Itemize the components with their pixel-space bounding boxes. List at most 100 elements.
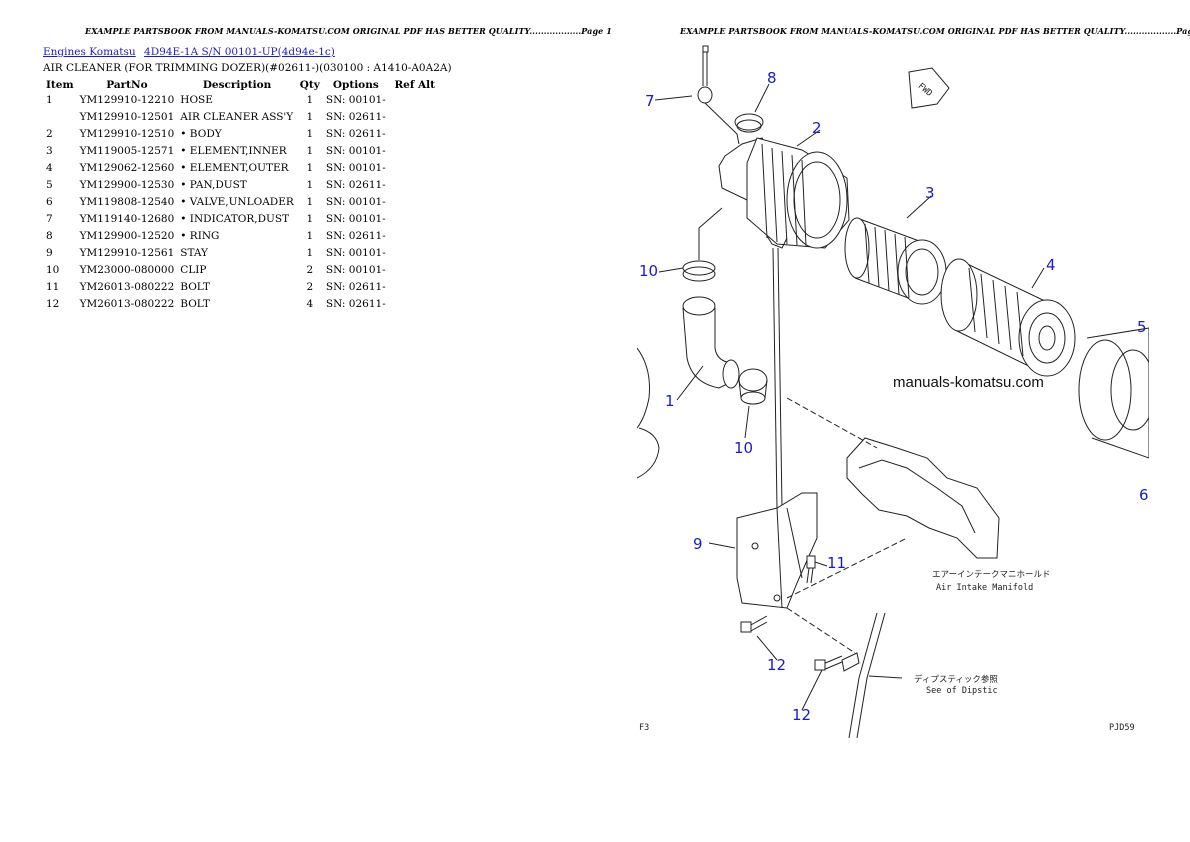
cell-ref-alt (389, 127, 441, 144)
cell-options: SN: 02611- (325, 298, 386, 310)
cell-ref-alt (389, 93, 441, 110)
cell-ref-alt (389, 229, 441, 246)
callout-12-lower: 12 (792, 706, 811, 724)
callout-8: 8 (767, 69, 777, 87)
cell-ref-alt (389, 212, 441, 229)
breadcrumb-link-engines[interactable]: Engines Komatsu (43, 46, 136, 58)
cell-partno: YM119005-12571 (79, 145, 175, 157)
cell-item: 9 (46, 247, 53, 259)
cell-ref-alt (389, 297, 441, 314)
cell-ref-alt (389, 144, 441, 161)
cell-partno: YM129900-12520 (79, 230, 175, 242)
note-dipstick-en: See of Dipstic (926, 686, 998, 696)
table-row: 8 YM129900-12520 • RING 1 SN: 02611- (43, 229, 441, 246)
cell-item: 1 (46, 94, 53, 106)
table-header-row: Item PartNo Description Qty Options Ref … (43, 77, 441, 93)
cell-qty: 1 (306, 179, 314, 191)
callout-6: 6 (1139, 486, 1149, 504)
callout-10-lower: 10 (734, 439, 753, 457)
column-header-ref-alt: Ref Alt (394, 79, 436, 91)
cell-qty: 1 (306, 94, 314, 106)
column-header-description: Description (202, 79, 272, 91)
cell-options: SN: 00101- (325, 162, 386, 174)
cell-partno: YM119808-12540 (79, 196, 175, 208)
column-header-qty: Qty (299, 79, 320, 91)
cell-partno: YM129910-12210 (79, 94, 175, 106)
cell-description: STAY (180, 247, 208, 259)
cell-qty: 1 (306, 111, 314, 123)
callout-4: 4 (1046, 256, 1056, 274)
page-header-left: EXAMPLE PARTSBOOK FROM MANUALS-KOMATSU.C… (85, 26, 612, 36)
cell-options: SN: 00101- (325, 94, 386, 106)
cell-options: SN: 00101- (325, 213, 386, 225)
note-manifold-jp: エアーインテークマニホールド (932, 570, 1051, 580)
breadcrumb-link-model[interactable]: 4D94E-1A S/N 00101-UP(4d94e-1c) (144, 46, 335, 58)
table-row: 11 YM26013-080222 BOLT 2 SN: 02611- (43, 280, 441, 297)
cell-item: 7 (46, 213, 53, 225)
cell-qty: 1 (306, 145, 314, 157)
cell-description: BOLT (180, 281, 210, 293)
cell-partno: YM129910-12561 (79, 247, 175, 259)
breadcrumb: Engines Komatsu 4D94E-1A S/N 00101-UP(4d… (43, 46, 340, 58)
callout-3: 3 (925, 184, 935, 202)
table-row: 1 YM129910-12210 HOSE 1 SN: 00101- (43, 93, 441, 110)
cell-qty: 2 (306, 281, 314, 293)
watermark-text: manuals-komatsu.com (893, 374, 1044, 391)
cell-ref-alt (389, 195, 441, 212)
cell-partno: YM129910-12501 (79, 111, 175, 123)
cell-partno: YM129910-12510 (79, 128, 175, 140)
table-row: 5 YM129900-12530 • PAN,DUST 1 SN: 02611- (43, 178, 441, 195)
column-header-partno: PartNo (106, 79, 148, 91)
callout-2: 2 (812, 119, 822, 137)
callout-5: 5 (1137, 318, 1147, 336)
cell-ref-alt (389, 178, 441, 195)
cell-item: 4 (46, 162, 53, 174)
cell-options: SN: 02611- (325, 179, 386, 191)
cell-qty: 1 (306, 196, 314, 208)
cell-description: CLIP (180, 264, 207, 276)
cell-description: • INDICATOR,DUST (180, 213, 290, 225)
cell-item: 10 (46, 264, 60, 276)
cell-partno: YM129900-12530 (79, 179, 175, 191)
cell-partno: YM26013-080222 (79, 281, 175, 293)
cell-item: 6 (46, 196, 53, 208)
cell-item: 5 (46, 179, 53, 191)
cell-options: SN: 02611- (325, 230, 386, 242)
cell-item (43, 110, 77, 127)
callout-7: 7 (645, 92, 655, 110)
cell-item: 11 (46, 281, 60, 293)
cell-qty: 1 (306, 162, 314, 174)
cell-qty: 1 (306, 213, 314, 225)
callout-10-upper: 10 (639, 262, 658, 280)
cell-description: • RING (180, 230, 220, 242)
cell-options: SN: 00101- (325, 264, 386, 276)
callout-1: 1 (665, 392, 675, 410)
cell-qty: 1 (306, 230, 314, 242)
cell-description: HOSE (180, 94, 213, 106)
cell-partno: YM26013-080222 (79, 298, 175, 310)
cell-ref-alt (389, 246, 441, 263)
callout-9: 9 (693, 535, 703, 553)
callout-12-upper: 12 (767, 656, 786, 674)
column-header-options: Options (332, 79, 379, 91)
cell-options: SN: 02611- (325, 281, 386, 293)
cell-options: SN: 00101- (325, 196, 386, 208)
cell-item: 8 (46, 230, 53, 242)
page-title: AIR CLEANER (FOR TRIMMING DOZER)(#02611-… (43, 62, 452, 74)
cell-ref-alt (389, 280, 441, 297)
note-dipstick-jp: ディプスティック参照 (914, 674, 998, 685)
cell-options: SN: 02611- (325, 111, 386, 123)
cell-ref-alt (389, 263, 441, 280)
parts-diagram: 7 8 2 3 4 5 6 10 1 10 9 11 12 12 manuals… (637, 45, 1149, 738)
note-manifold-en: Air Intake Manifold (936, 583, 1033, 593)
cell-item: 12 (46, 298, 60, 310)
cell-qty: 2 (306, 264, 314, 276)
cell-description: • PAN,DUST (180, 179, 247, 191)
cell-options: SN: 00101- (325, 145, 386, 157)
